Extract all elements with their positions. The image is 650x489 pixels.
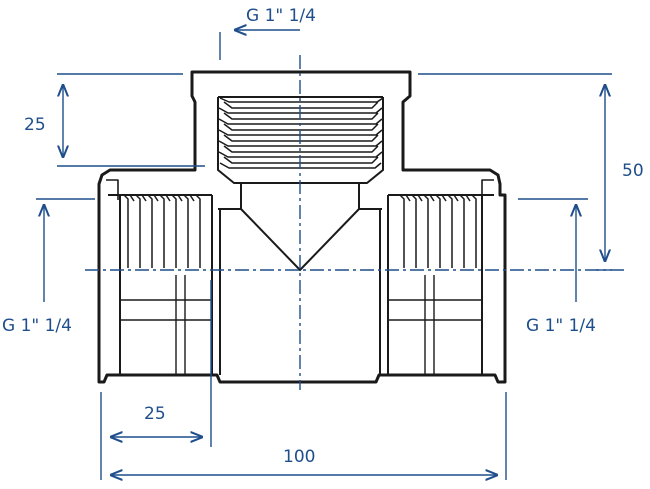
main-bore-lines [108, 194, 494, 375]
left-depth-label: 25 [144, 404, 166, 424]
right-thread-ridges [399, 194, 477, 268]
end-face-lines [106, 179, 494, 200]
dimension-lines [36, 30, 612, 480]
top-thread-label: G 1" 1/4 [246, 6, 316, 26]
hex-flats [120, 275, 482, 375]
junction-lines [218, 183, 382, 271]
top-depth-label: 25 [24, 115, 46, 135]
left-thread-ridges [123, 194, 201, 268]
total-length-label: 100 [283, 447, 315, 467]
fitting-body [97, 70, 507, 384]
top-thread-ridges [218, 97, 384, 169]
center-lines [85, 55, 628, 390]
right-thread-label: G 1" 1/4 [526, 316, 596, 336]
height-label: 50 [622, 161, 644, 181]
dimension-labels: G 1" 1/4 25 50 G 1" 1/4 G 1" 1/4 25 100 [2, 6, 644, 467]
left-thread-label: G 1" 1/4 [2, 316, 72, 336]
